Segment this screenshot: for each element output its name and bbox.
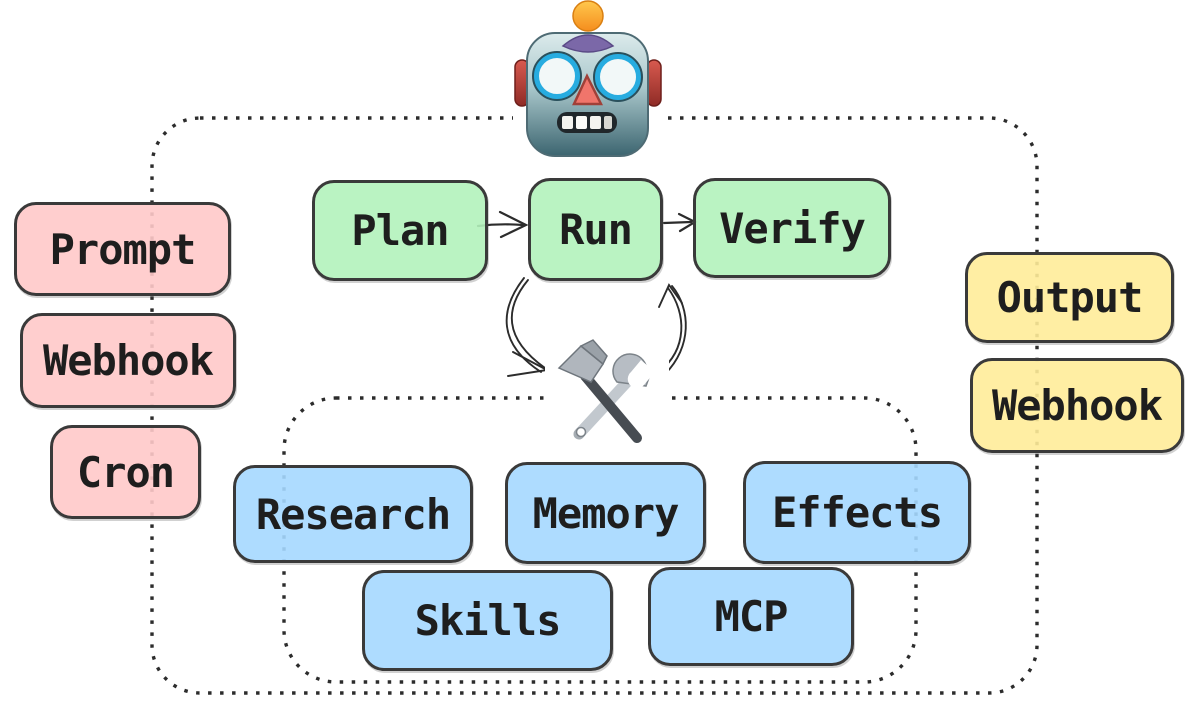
wrench <box>573 353 655 440</box>
node-plan: Plan <box>312 180 488 281</box>
node-run: Run <box>528 178 663 281</box>
node-research-label: Research <box>255 489 451 539</box>
node-skills: Skills <box>362 570 613 671</box>
robot-icon <box>513 0 663 158</box>
node-effects-label: Effects <box>771 488 943 537</box>
node-prompt: Prompt <box>14 202 231 296</box>
node-webhook-out-label: Webhook <box>991 381 1163 430</box>
node-cron: Cron <box>50 425 201 519</box>
node-output: Output <box>965 252 1174 343</box>
node-prompt-label: Prompt <box>49 224 197 274</box>
node-mcp: MCP <box>648 567 854 666</box>
node-webhook-out: Webhook <box>970 358 1184 453</box>
node-verify: Verify <box>693 178 891 278</box>
node-plan-label: Plan <box>351 206 449 255</box>
arrow-run-to-tools <box>505 277 550 377</box>
node-webhook-in: Webhook <box>20 313 236 408</box>
hammer-and-wrench-icon <box>545 338 669 460</box>
node-run-label: Run <box>559 205 633 254</box>
node-cron-label: Cron <box>76 447 175 497</box>
node-verify-label: Verify <box>719 203 866 253</box>
hammer <box>557 339 642 443</box>
node-skills-label: Skills <box>414 596 562 645</box>
node-mcp-label: MCP <box>714 592 789 641</box>
node-memory: Memory <box>505 462 706 564</box>
node-research: Research <box>233 465 473 563</box>
node-output-label: Output <box>996 273 1144 322</box>
node-memory-label: Memory <box>532 488 680 538</box>
arrow-run-to-verify <box>662 212 698 233</box>
node-webhook-in-label: Webhook <box>42 336 214 385</box>
node-effects: Effects <box>743 461 971 564</box>
